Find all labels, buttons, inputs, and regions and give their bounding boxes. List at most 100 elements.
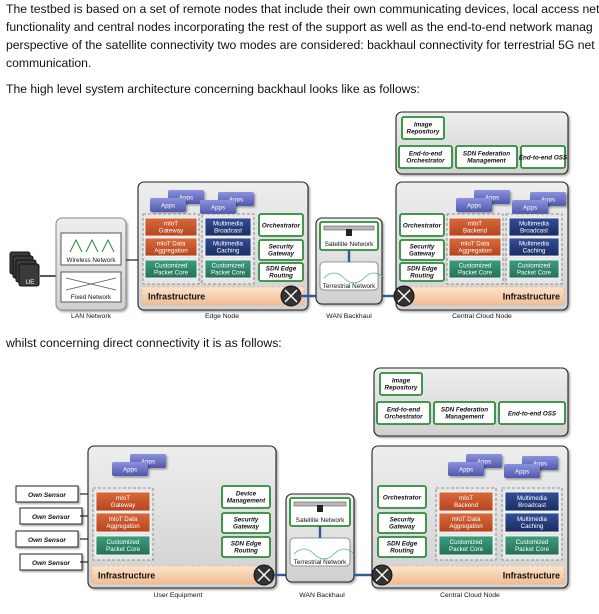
central2-miot-backend bbox=[438, 491, 494, 512]
mgmt2-image-repository bbox=[379, 372, 423, 396]
wan1 bbox=[315, 217, 383, 305]
central2-miot-data-aggregation-label: mIoT Data bbox=[452, 516, 481, 523]
edge-apps-2-label: Apps bbox=[211, 205, 225, 212]
edge-sdn-routing-label: SDN Edge bbox=[266, 265, 297, 272]
edge-apps-2 bbox=[200, 200, 236, 214]
edge-sdn-routing-label: Routing bbox=[269, 273, 293, 280]
ue-security-gateway-label: Security bbox=[234, 516, 259, 523]
edge-multimedia-caching bbox=[204, 237, 252, 257]
central-packet-core-2-label: Packet Core bbox=[517, 270, 552, 277]
mgmt2-e2e-orchestrator bbox=[376, 401, 431, 425]
network-cloud-icon bbox=[293, 548, 355, 560]
central2-sdn-routing-label: Routing bbox=[390, 548, 414, 555]
central2-group-iot bbox=[435, 487, 497, 561]
central2-multimedia-caching-label: Multimedia bbox=[517, 516, 547, 523]
edge-orchestrator-label: Orchestrator bbox=[262, 223, 301, 230]
wan1-terrestrial-label: Terrestrial Network bbox=[323, 283, 376, 290]
edge-miot-gateway-label: Gateway bbox=[159, 228, 184, 235]
mgmt2-sdn-federation-label: SDN Federation bbox=[441, 406, 488, 413]
central2-packet-core-1-label: Packet Core bbox=[449, 546, 484, 553]
mgmt1-sdn-federation-label: SDN Federation bbox=[463, 150, 510, 157]
edge-apps-1-label-back: Apps bbox=[179, 195, 193, 202]
own-sensor-label-3: Own Sensor bbox=[28, 537, 66, 544]
ue-apps-back bbox=[130, 454, 166, 468]
ue-router-arrows bbox=[257, 568, 271, 582]
edge-security-gateway-label: Security bbox=[269, 243, 294, 250]
own-sensor-label-4: Own Sensor bbox=[32, 560, 70, 567]
central-multimedia-broadcast-label: Multimedia bbox=[519, 220, 549, 227]
ue-device bbox=[9, 251, 31, 275]
central2-infrastructure-label: Infrastructure bbox=[503, 571, 560, 581]
central-apps-2 bbox=[512, 200, 548, 214]
ue-sdn-routing bbox=[221, 536, 271, 558]
mgmt2-image-repository-label: Repository bbox=[385, 385, 418, 392]
central2-packet-core-2-label: Customized bbox=[516, 539, 549, 546]
edge-multimedia-broadcast-label: Broadcast bbox=[214, 228, 242, 235]
own-sensor-4 bbox=[19, 553, 83, 571]
central-multimedia-broadcast-label: Broadcast bbox=[520, 228, 548, 235]
central2-node-panel bbox=[371, 445, 569, 589]
direct-intro: whilst concerning direct connectivity it… bbox=[6, 336, 282, 350]
ue-infrastructure-label: Infrastructure bbox=[98, 571, 155, 581]
central2-packet-core-1-label: Customized bbox=[450, 539, 483, 546]
central2-security-gateway-label: Gateway bbox=[389, 524, 415, 531]
lan-caption: LAN Network bbox=[71, 313, 112, 320]
central2-router bbox=[371, 564, 393, 586]
wan1-satellite-box bbox=[319, 221, 379, 251]
central2-infrastructure bbox=[375, 565, 565, 585]
central-sdn-routing-label: SDN Edge bbox=[407, 265, 438, 272]
central2-apps-2-label-back: Apps bbox=[533, 461, 547, 468]
central2-multimedia-broadcast-label: Multimedia bbox=[517, 495, 547, 502]
intro-line-3: perspective of the satellite connectivit… bbox=[6, 38, 595, 52]
edge-apps-1-label: Apps bbox=[161, 203, 175, 210]
ue-label: UE bbox=[25, 279, 35, 286]
edge-apps-1 bbox=[150, 198, 186, 212]
central2-apps-1 bbox=[448, 462, 484, 476]
edge-miot-gateway-label: mIoT bbox=[164, 220, 178, 227]
central-orchestrator bbox=[399, 213, 445, 237]
edge-router bbox=[280, 285, 302, 307]
edge-orchestrator bbox=[258, 213, 304, 237]
central-miot-backend-label: Backend bbox=[463, 228, 488, 235]
central-apps-1-label-back: Apps bbox=[485, 195, 499, 202]
central-security-gateway bbox=[399, 239, 445, 261]
central-infrastructure bbox=[399, 286, 565, 306]
central2-apps-2-label: Apps bbox=[515, 469, 529, 476]
central-apps-2-back bbox=[530, 192, 566, 206]
fixed-network-label: Fixed Network bbox=[71, 294, 112, 301]
central-miot-backend-label: mIoT bbox=[468, 220, 482, 227]
own-sensor-1 bbox=[15, 485, 79, 503]
wan2-terrestrial-label: Terrestrial Network bbox=[294, 559, 347, 566]
central-group-iot bbox=[446, 213, 504, 285]
ue-device-management bbox=[221, 485, 271, 509]
ue-miot-gateway-label: Gateway bbox=[111, 502, 136, 509]
mgmt1-e2e-oss-label: End-to-end OSS bbox=[519, 155, 568, 162]
wan1-terrestrial-box bbox=[319, 261, 379, 291]
central2-packet-core-2-label: Packet Core bbox=[515, 546, 550, 553]
ue-packet-core bbox=[95, 535, 151, 556]
central-packet-core-2-label: Customized bbox=[518, 262, 551, 269]
mgmt2-image-repository-label: Image bbox=[392, 377, 411, 384]
edge-multimedia-caching-label: Multimedia bbox=[213, 240, 243, 247]
edge-packet-core-1-label: Packet Core bbox=[154, 270, 189, 277]
edge-infrastructure bbox=[141, 286, 305, 306]
central-packet-core-1-label: Packet Core bbox=[458, 270, 493, 277]
wan2-satellite-panel bbox=[293, 501, 347, 507]
edge-packet-core-1-label: Customized bbox=[155, 262, 188, 269]
central-packet-core-1 bbox=[448, 259, 502, 279]
central2-orchestrator bbox=[377, 485, 427, 509]
ue-device bbox=[18, 263, 40, 287]
wireless-network-label: Wireless Network bbox=[67, 257, 117, 264]
edge-apps-2-label-back: Apps bbox=[229, 197, 243, 204]
edge-apps-2-back bbox=[218, 192, 254, 206]
edge-multimedia-caching-label: Caching bbox=[217, 248, 240, 255]
edge-packet-core-2-label: Packet Core bbox=[211, 270, 246, 277]
own-sensor-3 bbox=[15, 530, 79, 548]
intro-line-1: The testbed is based on a set of remote … bbox=[6, 2, 599, 16]
edge-caption: Edge Node bbox=[205, 313, 239, 320]
central-security-gateway-label: Gateway bbox=[409, 251, 435, 258]
central2-apps-1-label: Apps bbox=[459, 467, 473, 474]
central2-multimedia-caching-label: Caching bbox=[521, 523, 544, 530]
edge-multimedia-broadcast-label: Multimedia bbox=[213, 220, 243, 227]
mgmt1-e2e-orchestrator bbox=[398, 145, 453, 169]
